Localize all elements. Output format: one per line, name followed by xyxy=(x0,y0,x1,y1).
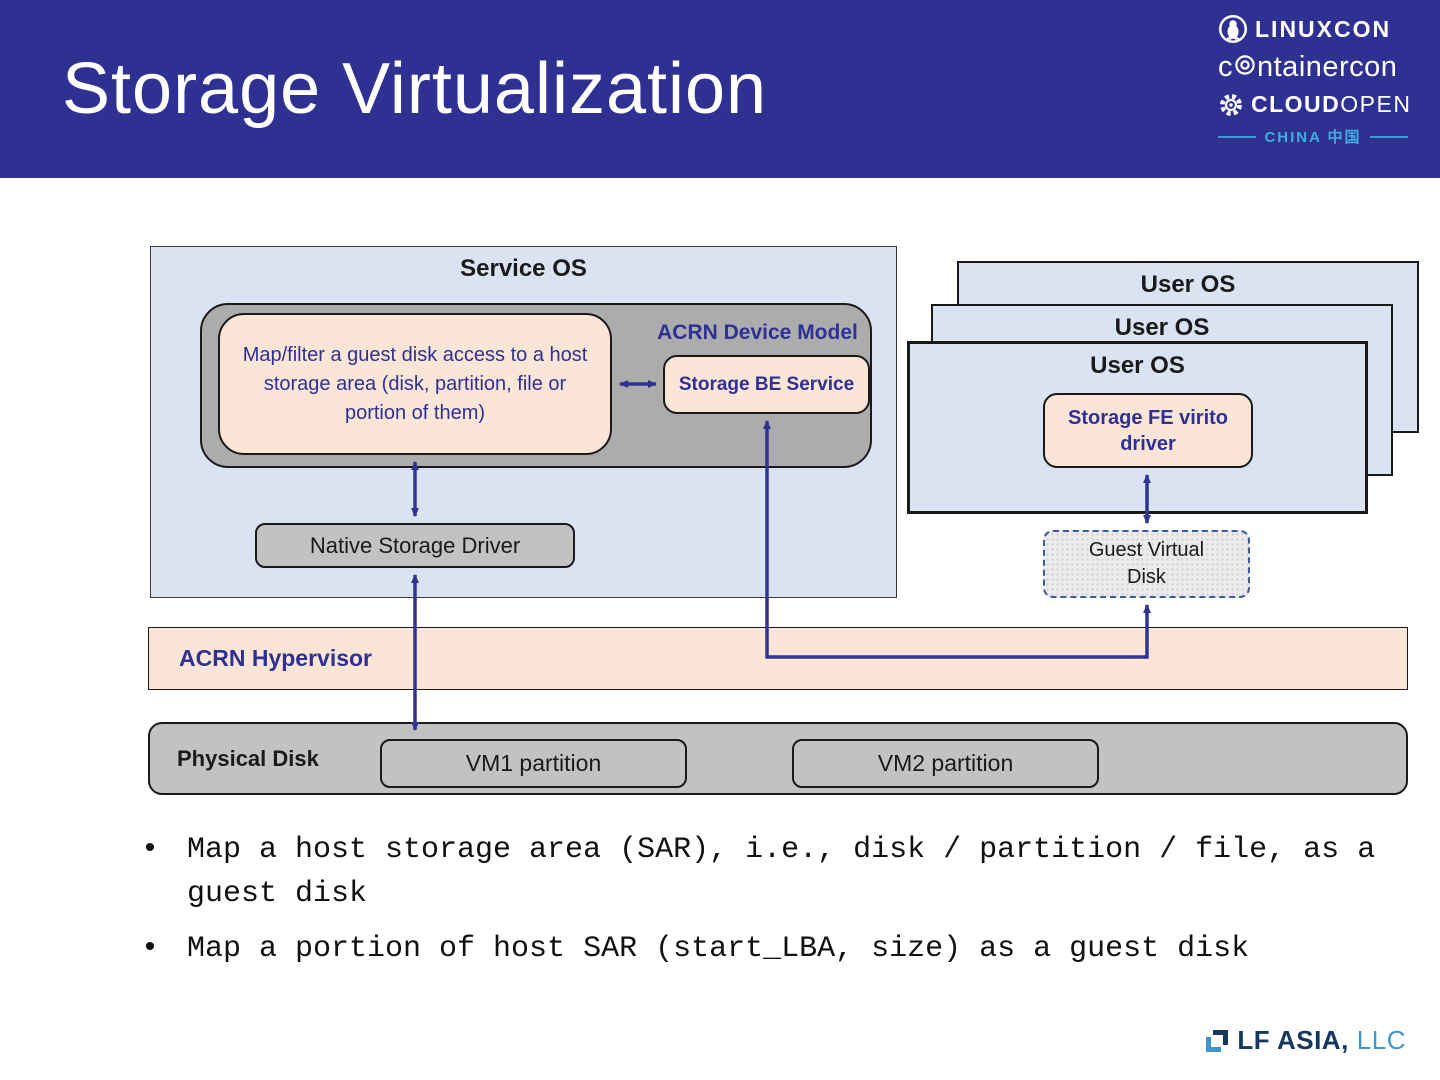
service-os-label: Service OS xyxy=(460,255,587,282)
page-title: Storage Virtualization xyxy=(62,49,768,129)
gear-icon xyxy=(1220,93,1242,116)
acrn-device-model-label: ACRN Device Model xyxy=(657,321,858,344)
acrn-hypervisor-bar: ACRN Hypervisor xyxy=(148,627,1408,690)
footer-brand: LF ASIA, LLC xyxy=(1205,1025,1406,1056)
left-rule xyxy=(1218,135,1257,138)
guest-virtual-disk-box: Guest Virtual Disk xyxy=(1043,530,1250,598)
lf-asia-icon xyxy=(1206,1029,1229,1052)
containercon-o-icon xyxy=(1234,51,1256,84)
bullet-list: Map a host storage area (SAR), i.e., dis… xyxy=(137,828,1407,982)
llc-wordmark: LLC xyxy=(1356,1025,1406,1055)
lf-asia-wordmark: LF ASIA, xyxy=(1237,1025,1349,1055)
header-banner: Storage Virtualization LINUXCON c xyxy=(0,0,1440,178)
bullet-item: Map a portion of host SAR (start_LBA, si… xyxy=(137,927,1387,971)
linuxcon-wordmark: LINUXCON xyxy=(1255,15,1392,42)
physical-disk-bar: Physical Disk VM1 partition VM2 partitio… xyxy=(148,722,1408,795)
acrn-hypervisor-label: ACRN Hypervisor xyxy=(179,645,372,671)
china-tagline: CHINA 中国 xyxy=(1218,126,1409,147)
native-storage-driver-box: Native Storage Driver xyxy=(255,523,575,568)
user-os-label: User OS xyxy=(1090,352,1185,379)
cloudopen-wordmark-light: OPEN xyxy=(1340,91,1412,117)
cloudopen-wordmark-bold: CLOUD xyxy=(1251,91,1341,117)
containercon-wordmark-pre: c xyxy=(1218,51,1233,83)
storage-be-service-box: Storage BE Service xyxy=(663,355,870,414)
user-os-label: User OS xyxy=(1140,271,1236,298)
storage-fe-virtio-driver-box: Storage FE virito driver xyxy=(1043,393,1253,468)
user-os-label: User OS xyxy=(1114,314,1210,341)
containercon-wordmark-post: ntainercon xyxy=(1257,51,1398,83)
physical-disk-label: Physical Disk xyxy=(177,745,319,771)
map-filter-box: Map/filter a guest disk access to a host… xyxy=(218,313,612,455)
penguin-icon xyxy=(1219,15,1247,43)
containercon-logo: c ntainercon xyxy=(1218,51,1408,84)
linuxcon-logo: LINUXCON xyxy=(1218,14,1408,44)
right-rule xyxy=(1369,135,1409,138)
bullet-item: Map a host storage area (SAR), i.e., dis… xyxy=(137,828,1387,916)
vm1-partition-box: VM1 partition xyxy=(380,739,687,788)
architecture-diagram: Service OS ACRN Device Model Map/filter … xyxy=(0,178,1440,828)
vm2-partition-box: VM2 partition xyxy=(792,739,1099,788)
